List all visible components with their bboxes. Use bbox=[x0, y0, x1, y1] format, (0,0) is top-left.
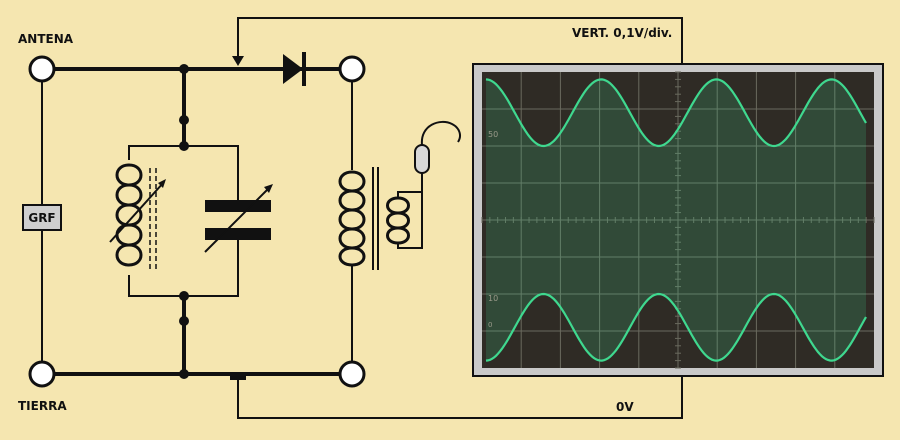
junction-dot bbox=[179, 115, 189, 125]
capacitor-plate-top bbox=[205, 200, 271, 212]
scope-scale-top: 50 bbox=[488, 130, 498, 139]
antenna-label: ANTENA bbox=[18, 32, 74, 46]
arrow-head-icon bbox=[264, 184, 273, 193]
ground-terminal bbox=[28, 360, 56, 388]
vertical-scale-label: VERT. 0,1V/div. bbox=[572, 26, 672, 40]
capacitor-plate-bottom bbox=[205, 228, 271, 240]
tank-top-bus bbox=[128, 145, 239, 200]
antenna-terminal bbox=[28, 55, 56, 83]
tank-bottom-bus bbox=[128, 245, 239, 297]
junction-dot bbox=[179, 64, 189, 74]
probe-arrow-icon bbox=[232, 56, 244, 66]
grf-label: GRF bbox=[28, 211, 55, 225]
oscilloscope-grid bbox=[481, 71, 875, 369]
earphone-icon bbox=[414, 144, 430, 174]
inductor-adjust-arrow bbox=[109, 181, 165, 243]
junction-dot bbox=[179, 316, 189, 326]
am-envelope-lower bbox=[485, 292, 867, 362]
scope-scale-bottom: 10 bbox=[488, 294, 498, 303]
variable-inductor-icon bbox=[115, 163, 143, 267]
am-envelope-upper bbox=[485, 78, 867, 148]
ground-clip bbox=[230, 374, 246, 380]
earphone-coil-icon bbox=[386, 196, 410, 245]
zero-volts-label: 0V bbox=[616, 400, 634, 414]
scope-scale-bottom-small: 0 bbox=[488, 321, 492, 329]
earphone-lead bbox=[397, 170, 423, 198]
earphone-lead bbox=[397, 192, 423, 249]
arrow-head-icon bbox=[158, 179, 166, 188]
earphone-hook bbox=[420, 120, 461, 146]
grf-generator-box bbox=[22, 204, 62, 231]
ground-label: TIERRA bbox=[18, 399, 67, 413]
junction-dot bbox=[179, 369, 189, 379]
probe-lead-ground bbox=[237, 372, 683, 419]
output-terminal-bottom bbox=[338, 360, 366, 388]
output-terminal-top bbox=[338, 55, 366, 83]
diode-icon bbox=[283, 54, 303, 84]
am-waveform-fill bbox=[486, 79, 866, 361]
probe-lead-top bbox=[237, 17, 683, 68]
transformer-coil-icon bbox=[338, 170, 366, 267]
capacitor-adjust-arrow bbox=[204, 185, 272, 253]
